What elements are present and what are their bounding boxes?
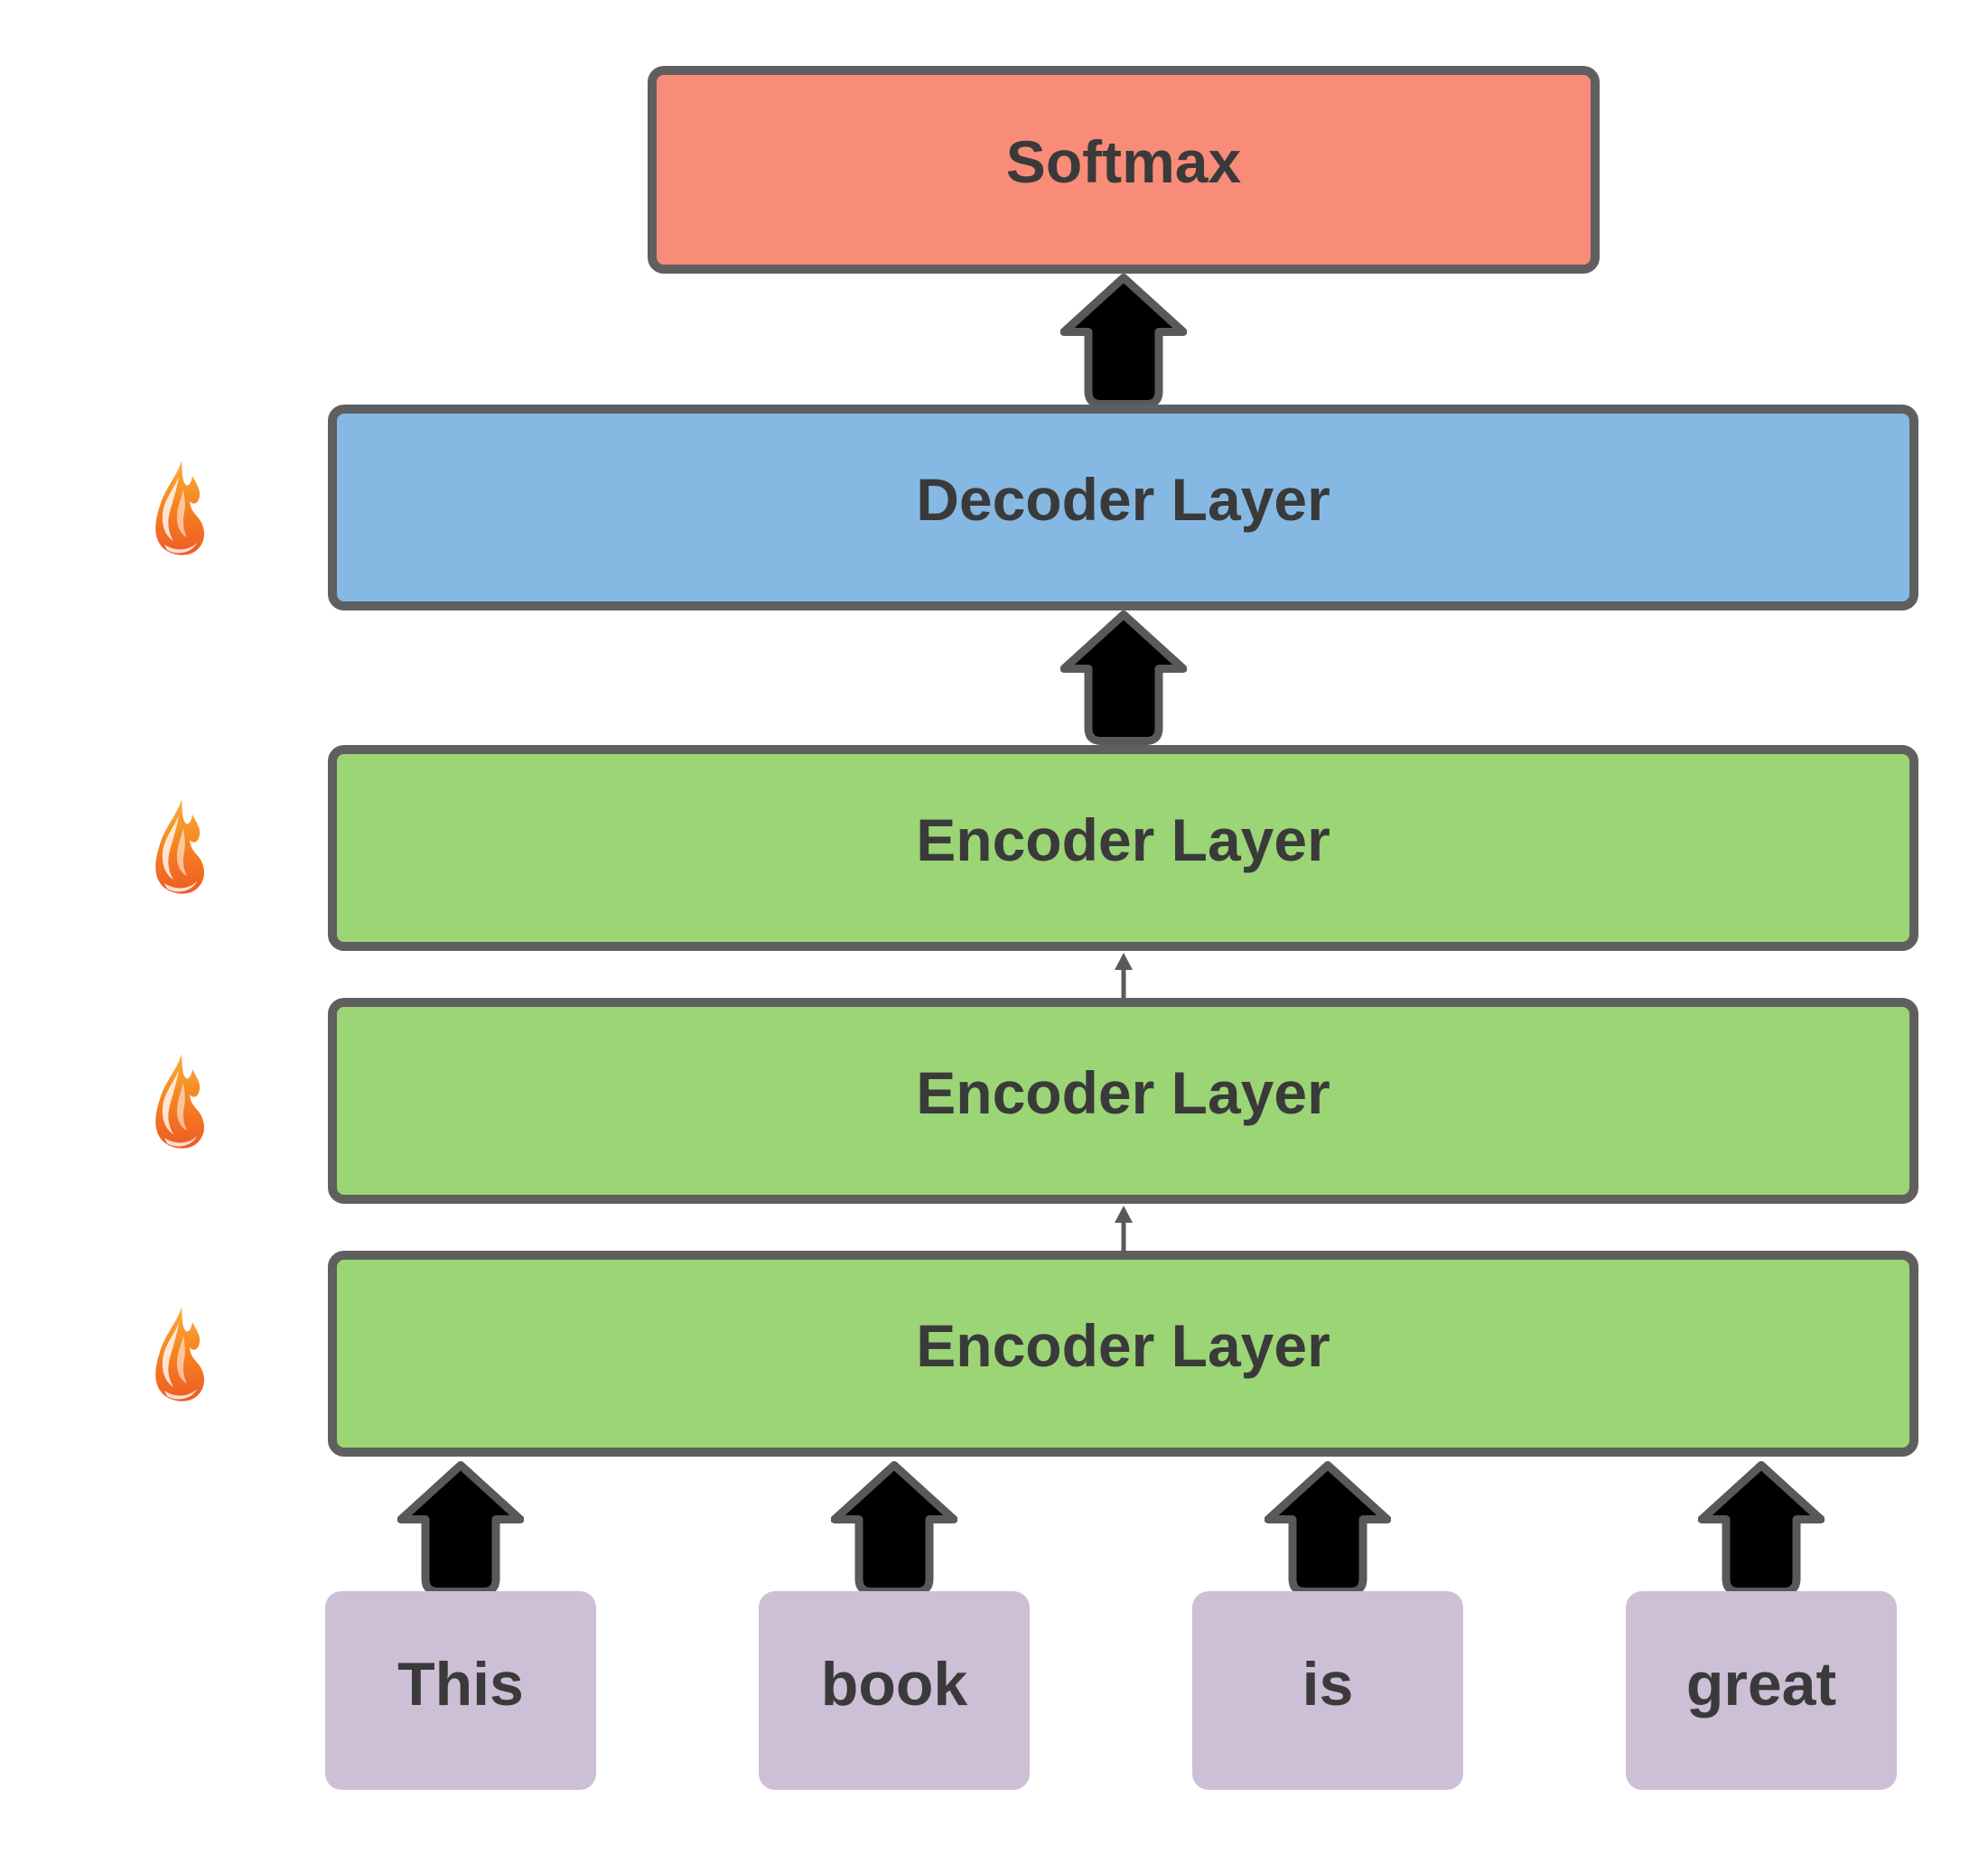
flame-icon — [155, 1307, 205, 1402]
flame-icon — [155, 1054, 205, 1149]
encoder-layer-3-label: Encoder Layer — [916, 806, 1330, 873]
decoder-layer-label: Decoder Layer — [916, 466, 1330, 533]
up-arrow-decoder-to-softmax-icon — [1060, 274, 1187, 408]
encoder-layer-1-box: Encoder Layer — [328, 1251, 1918, 1457]
encoder-layer-2-box: Encoder Layer — [328, 998, 1918, 1204]
token-box-is: is — [1192, 1591, 1463, 1790]
token-box-great: great — [1626, 1591, 1897, 1790]
softmax-box: Softmax — [648, 66, 1600, 274]
up-arrow-token-this-icon — [397, 1461, 524, 1596]
up-arrow-token-is-icon — [1265, 1461, 1391, 1596]
up-arrow-token-great-icon — [1698, 1461, 1825, 1596]
token-label: is — [1302, 1650, 1354, 1719]
flame-icon — [155, 461, 205, 555]
up-arrow-encoder-to-decoder-icon — [1060, 610, 1187, 745]
token-label: great — [1685, 1650, 1837, 1719]
token-box-book: book — [759, 1591, 1030, 1790]
encoder-layer-1-label: Encoder Layer — [916, 1312, 1330, 1379]
token-label: This — [397, 1650, 524, 1719]
encoder-layer-2-label: Encoder Layer — [916, 1059, 1330, 1126]
up-arrow-small-icon — [1115, 953, 1133, 998]
token-box-this: This — [325, 1591, 596, 1790]
encoder-layer-3-box: Encoder Layer — [328, 745, 1918, 951]
decoder-layer-box: Decoder Layer — [328, 405, 1918, 610]
token-label: book — [820, 1650, 968, 1719]
up-arrow-token-book-icon — [831, 1461, 957, 1596]
up-arrow-small-icon — [1115, 1206, 1133, 1251]
softmax-label: Softmax — [1005, 128, 1242, 195]
flame-icon — [155, 799, 205, 894]
